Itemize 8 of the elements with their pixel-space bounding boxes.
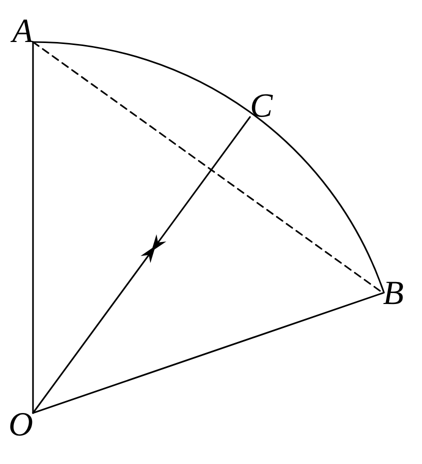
line-segment <box>32 41 34 414</box>
point-label: O <box>10 413 32 436</box>
arrow <box>32 244 156 414</box>
arrow <box>150 116 251 252</box>
point-label: C <box>252 94 273 117</box>
point-label: A <box>10 20 34 42</box>
point-label: B <box>383 282 403 304</box>
line-segment <box>32 292 384 414</box>
